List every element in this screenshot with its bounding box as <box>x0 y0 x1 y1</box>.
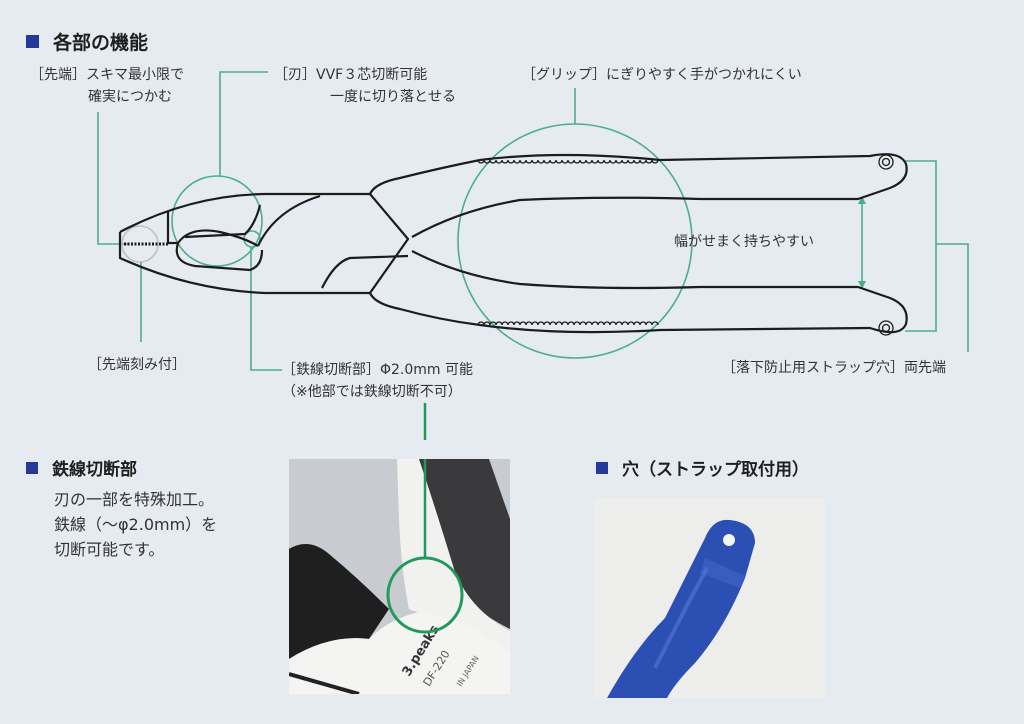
description-line: 切断可能です。 <box>54 540 165 559</box>
label-tip-serration: ［先端刻み付］ <box>88 357 186 373</box>
label-blade-line2: 一度に切り落とせる <box>330 89 456 105</box>
wire-cutter-description: 刃の一部を特殊加工。 鉄線（～φ2.0mm）を 切断可能です。 <box>54 487 217 562</box>
section-title-strap-hole: 穴（ストラップ取付用） <box>596 455 809 480</box>
section-title-wire-cutter-text: 鉄線切断部 <box>52 460 137 480</box>
grip-texture <box>124 154 894 336</box>
label-wire-cutter-line1: ［鉄線切断部］Φ2.0mm 可能 <box>282 362 474 378</box>
section-title-wire-cutter: 鉄線切断部 <box>26 455 137 480</box>
section-title-strap-hole-text: 穴（ストラップ取付用） <box>622 460 809 480</box>
bullet-square-icon <box>596 462 608 474</box>
label-grip: ［グリップ］にぎりやすく手がつかれにくい <box>522 67 802 83</box>
wire-cutter-photo: 3.peaks DF-220 IN JAPAN <box>289 459 510 694</box>
section-title-functions: 各部の機能 <box>26 28 148 55</box>
description-line: 鉄線（～φ2.0mm）を <box>54 515 218 534</box>
bullet-square-icon <box>26 35 39 48</box>
label-blade-line1: ［刃］VVF３芯切断可能 <box>274 67 428 83</box>
callout-lines <box>97 71 969 440</box>
label-wire-cutter: ［鉄線切断部］Φ2.0mm 可能 （※他部では鉄線切断不可） <box>282 359 473 403</box>
strap-hole-photo <box>595 498 825 698</box>
label-tip: ［先端］スキマ最小限で 確実につかむ <box>30 64 184 108</box>
grip-end-image <box>595 498 825 698</box>
description-line: 刃の一部を特殊加工。 <box>54 490 215 509</box>
label-tip-line2: 確実につかむ <box>88 89 172 105</box>
pliers-outline <box>118 153 908 334</box>
section-title-text: 各部の機能 <box>53 32 149 54</box>
label-strap-hole: ［落下防止用ストラップ穴］両先端 <box>722 360 946 376</box>
pliers-closeup-image: 3.peaks DF-220 IN JAPAN <box>289 459 510 694</box>
pliers-diagram <box>97 71 969 440</box>
label-wire-cutter-line2: （※他部では鉄線切断不可） <box>282 384 462 400</box>
label-tip-line1: ［先端］スキマ最小限で <box>30 67 184 83</box>
label-blade: ［刃］VVF３芯切断可能 一度に切り落とせる <box>274 64 456 108</box>
bullet-square-icon <box>26 462 38 474</box>
label-width: 幅がせまく持ちやすい <box>674 234 814 250</box>
